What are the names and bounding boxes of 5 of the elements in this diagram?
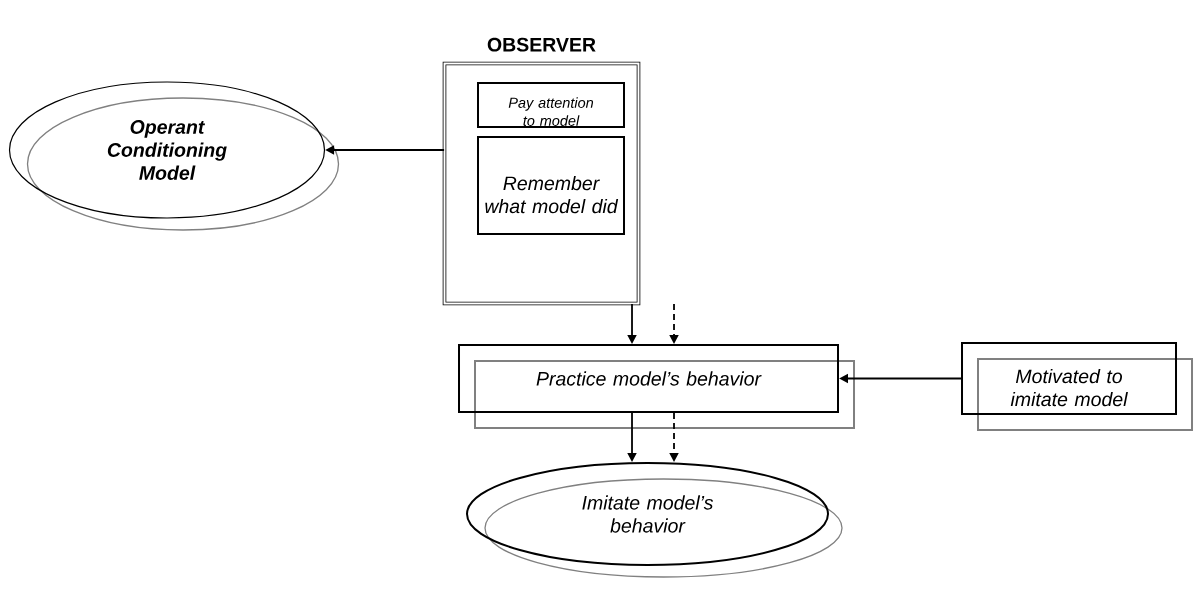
process-box: Pay attention to model — [477, 82, 625, 128]
process-box: Practice model’s behavior — [458, 344, 855, 429]
process-box: Remember what model did — [477, 136, 625, 235]
process-box: Motivated to imitate model — [961, 342, 1193, 431]
node-label: OBSERVER — [487, 37, 596, 52]
